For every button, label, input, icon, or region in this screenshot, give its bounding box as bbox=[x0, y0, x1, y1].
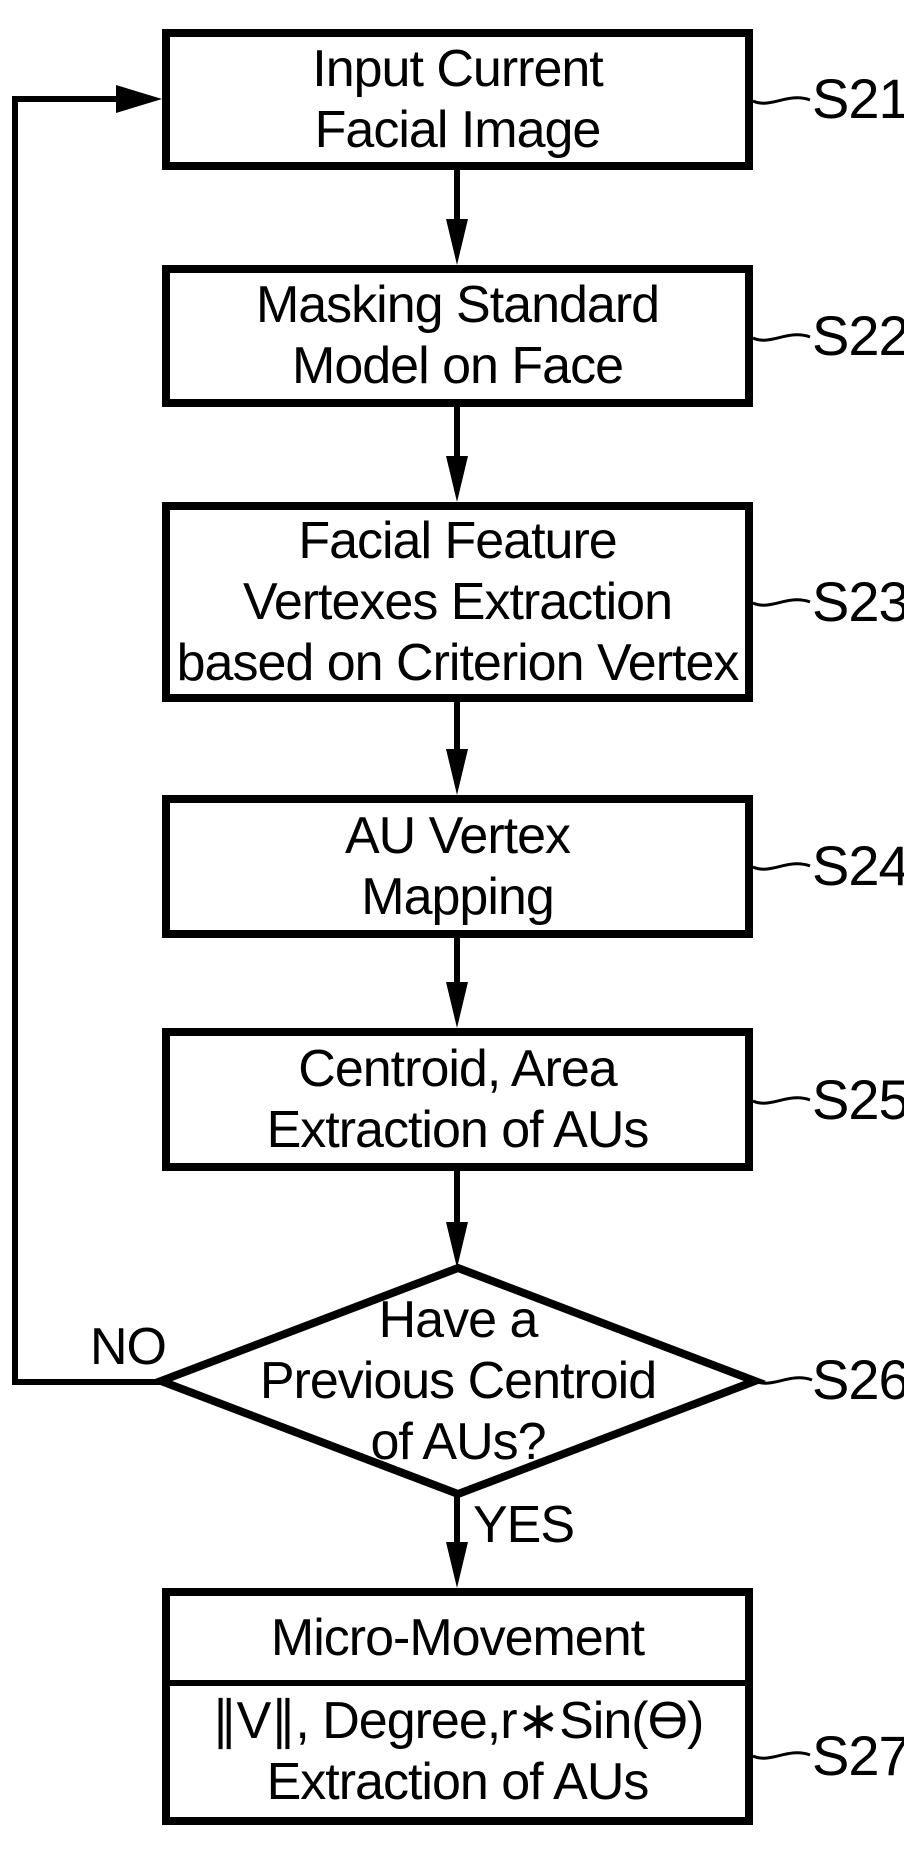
s25-label-connector bbox=[752, 1096, 811, 1105]
s21-label-connector bbox=[752, 96, 811, 105]
decision-text-line: of AUs? bbox=[370, 1412, 546, 1471]
step-text: Extraction of AUs bbox=[266, 1100, 650, 1159]
step-text: Micro-Movement bbox=[270, 1608, 645, 1667]
s27-label-connector bbox=[752, 1751, 811, 1760]
s23-label-connector bbox=[752, 598, 811, 607]
step-text: AU Vertex bbox=[344, 806, 571, 865]
step-text: Mapping bbox=[361, 867, 554, 926]
arrowhead-s26-icon bbox=[446, 1222, 468, 1268]
decision-text-line: Have a bbox=[378, 1290, 539, 1349]
step-box-s23: Facial Feature Vertexes Extraction based… bbox=[162, 502, 753, 702]
branch-label-yes: YES bbox=[473, 1496, 575, 1554]
branch-label-no: NO bbox=[90, 1318, 167, 1376]
step-box-s21: Input Current Facial Image bbox=[162, 29, 753, 170]
step-text: Vertexes Extraction bbox=[243, 572, 673, 631]
step-text: based on Criterion Vertex bbox=[176, 633, 740, 692]
decision-text-s26: Have a Previous Centroid of AUs? bbox=[161, 1268, 755, 1494]
ref-label-s23: S23 bbox=[812, 570, 904, 633]
decision-text-line: Previous Centroid bbox=[259, 1351, 657, 1410]
step-box-s27: Micro-Movement ∥V∥, Degree,r∗Sin(Ɵ) Extr… bbox=[162, 1588, 753, 1825]
step-box-s25: Centroid, Area Extraction of AUs bbox=[162, 1028, 753, 1171]
step-text: Model on Face bbox=[292, 337, 624, 395]
ref-label-s27: S27 bbox=[812, 1724, 904, 1787]
ref-label-s26: S26 bbox=[812, 1348, 904, 1411]
s27-bottom-section: ∥V∥, Degree,r∗Sin(Ɵ) Extraction of AUs bbox=[170, 1686, 745, 1817]
ref-label-s24: S24 bbox=[812, 834, 904, 897]
step-text: Masking Standard bbox=[255, 276, 660, 334]
step-text: ∥V∥, Degree,r∗Sin(Ɵ) bbox=[211, 1691, 705, 1750]
arrowhead-s27-icon bbox=[446, 1542, 468, 1588]
arrowhead-s23-icon bbox=[446, 456, 468, 502]
s24-label-connector bbox=[752, 862, 811, 871]
arrowhead-s24-icon bbox=[446, 749, 468, 795]
ref-label-s25: S25 bbox=[812, 1068, 904, 1131]
s22-label-connector bbox=[752, 333, 811, 342]
step-text: Centroid, Area bbox=[298, 1039, 617, 1098]
step-text: Facial Feature bbox=[298, 511, 617, 570]
s27-top-section: Micro-Movement bbox=[170, 1596, 745, 1686]
ref-label-s21: S21 bbox=[812, 67, 904, 130]
decision-diamond-shape bbox=[149, 1263, 767, 1499]
step-text: Facial Image bbox=[314, 100, 602, 159]
no-loop-arrowhead-icon bbox=[116, 85, 162, 113]
step-box-s22: Masking Standard Model on Face bbox=[162, 265, 753, 407]
arrowhead-s22-icon bbox=[446, 219, 468, 265]
step-text: Input Current bbox=[312, 39, 603, 98]
arrowhead-s25-icon bbox=[446, 982, 468, 1028]
s26-label-connector bbox=[754, 1376, 813, 1385]
step-text: Extraction of AUs bbox=[266, 1752, 650, 1811]
step-box-s24: AU Vertex Mapping bbox=[162, 795, 753, 938]
no-loop-line bbox=[12, 96, 161, 1385]
ref-label-s22: S22 bbox=[812, 304, 904, 367]
